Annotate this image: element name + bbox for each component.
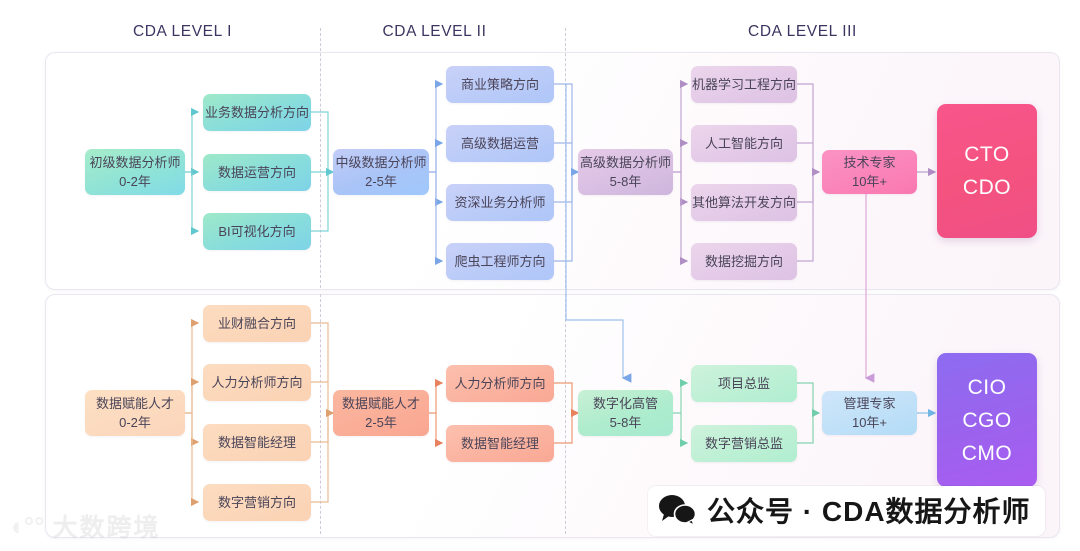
column-header-level-1: CDA LEVEL I (60, 23, 305, 41)
column-header-label: CDA LEVEL II (382, 23, 487, 40)
wechat-watermark-text: 公众号 · CDA数据分析师 (707, 496, 1031, 527)
node-title: 商业策略方向 (460, 77, 539, 92)
node-management-expert[interactable]: 管理专家 10年+ (822, 391, 917, 435)
node-title: 高级数据运营 (460, 136, 539, 151)
node-title: 项目总监 (717, 376, 770, 391)
node-branch-artificial-intelligence[interactable]: 人工智能方向 (691, 125, 797, 162)
column-divider-1-top (320, 28, 321, 288)
node-title: 数据智能经理 (217, 435, 296, 450)
brand-watermark-text: 大数跨境 (52, 514, 161, 542)
column-divider-1-bottom (320, 294, 321, 534)
node-branch-digital-marketing[interactable]: 数字营销方向 (203, 484, 311, 521)
node-title: 数据赋能人才 (341, 396, 420, 411)
node-title: 爬虫工程师方向 (454, 254, 546, 269)
node-branch-machine-learning[interactable]: 机器学习工程方向 (691, 66, 797, 103)
node-junior-analyst[interactable]: 初级数据分析师 0-2年 (85, 149, 185, 195)
node-branch-bi-visualization[interactable]: BI可视化方向 (203, 213, 311, 250)
node-branch-data-mining[interactable]: 数据挖掘方向 (691, 243, 797, 280)
executive-line-1: CIO (967, 375, 1007, 399)
node-title: 人力分析师方向 (211, 375, 303, 390)
node-title: 初级数据分析师 (89, 155, 181, 170)
column-header-level-3: CDA LEVEL III (680, 23, 925, 41)
node-years: 2-5年 (365, 174, 397, 189)
wechat-watermark: 公众号 · CDA数据分析师 (648, 486, 1045, 536)
node-title: 机器学习工程方向 (692, 77, 797, 92)
node-branch-project-director[interactable]: 项目总监 (691, 365, 797, 402)
node-title: 数字营销总监 (704, 436, 783, 451)
node-title: 数字营销方向 (217, 495, 296, 510)
node-years: 0-2年 (119, 174, 151, 189)
node-title: 其他算法开发方向 (692, 195, 797, 210)
node-years: 2-5年 (365, 415, 397, 430)
node-branch-smart-data-manager[interactable]: 数据智能经理 (203, 424, 311, 461)
executive-line-2: CGO (962, 408, 1012, 432)
node-title: 数据挖掘方向 (704, 254, 783, 269)
node-mid-analyst[interactable]: 中级数据分析师 2-5年 (333, 149, 429, 195)
node-branch-hr-analyst[interactable]: 人力分析师方向 (203, 364, 311, 401)
node-years: 10年+ (851, 174, 888, 189)
node-executive-cio-cgo-cmo[interactable]: CIO CGO CMO (937, 353, 1037, 487)
node-enabler-junior[interactable]: 数据赋能人才 0-2年 (85, 390, 185, 436)
column-divider-2-top (565, 28, 566, 288)
wechat-icon (659, 495, 696, 526)
node-title: 人工智能方向 (704, 136, 783, 151)
node-branch-business-strategy[interactable]: 商业策略方向 (446, 66, 554, 103)
node-enabler-mid[interactable]: 数据赋能人才 2-5年 (333, 390, 429, 436)
node-title: 管理专家 (843, 396, 896, 411)
node-branch-crawler-engineer[interactable]: 爬虫工程师方向 (446, 243, 554, 280)
node-branch-senior-business-analyst[interactable]: 资深业务分析师 (446, 184, 554, 221)
node-title: 数据智能经理 (460, 436, 539, 451)
node-branch-advanced-ops[interactable]: 高级数据运营 (446, 125, 554, 162)
executive-line-3: CMO (961, 441, 1013, 465)
column-divider-2-bottom (565, 294, 566, 534)
node-years: 0-2年 (119, 415, 151, 430)
node-years: 10年+ (851, 415, 888, 430)
node-branch-finance-integration[interactable]: 业财融合方向 (203, 305, 311, 342)
brand-logo-icon: ◖°° (8, 510, 45, 541)
node-title: 业务数据分析方向 (205, 105, 310, 120)
node-branch-digital-marketing-director[interactable]: 数字营销总监 (691, 425, 797, 462)
node-years: 5-8年 (609, 415, 642, 430)
node-branch-smart-data-manager-advanced[interactable]: 数据智能经理 (446, 425, 554, 462)
node-title: 技术专家 (843, 155, 896, 170)
node-technical-expert[interactable]: 技术专家 10年+ (822, 150, 917, 194)
node-title: 资深业务分析师 (454, 195, 546, 210)
column-header-level-2: CDA LEVEL II (312, 23, 557, 41)
executive-line-1: CTO (964, 143, 1010, 166)
node-title: 数字化高管 (592, 396, 658, 411)
executive-line-2: CDO (962, 176, 1012, 199)
node-title: 数据赋能人才 (95, 396, 174, 411)
node-branch-hr-analyst-advanced[interactable]: 人力分析师方向 (446, 365, 554, 402)
column-header-label: CDA LEVEL I (132, 23, 233, 40)
node-senior-analyst[interactable]: 高级数据分析师 5-8年 (578, 149, 673, 195)
node-branch-other-algorithms[interactable]: 其他算法开发方向 (691, 184, 797, 221)
node-executive-cto-cdo[interactable]: CTO CDO (937, 104, 1037, 238)
node-branch-data-ops[interactable]: 数据运营方向 (203, 154, 311, 191)
node-title: 数据运营方向 (217, 165, 296, 180)
node-branch-business-analysis[interactable]: 业务数据分析方向 (203, 94, 311, 131)
node-title: 高级数据分析师 (580, 155, 672, 170)
node-title: 人力分析师方向 (454, 376, 546, 391)
node-title: 业财融合方向 (217, 316, 296, 331)
brand-watermark: ◖°° 大数跨境 (8, 508, 161, 544)
node-title: 中级数据分析师 (335, 155, 427, 170)
node-digital-executive[interactable]: 数字化高管 5-8年 (578, 390, 673, 436)
column-header-label: CDA LEVEL III (748, 23, 857, 40)
node-years: 5-8年 (609, 174, 642, 189)
node-title: BI可视化方向 (218, 224, 296, 239)
